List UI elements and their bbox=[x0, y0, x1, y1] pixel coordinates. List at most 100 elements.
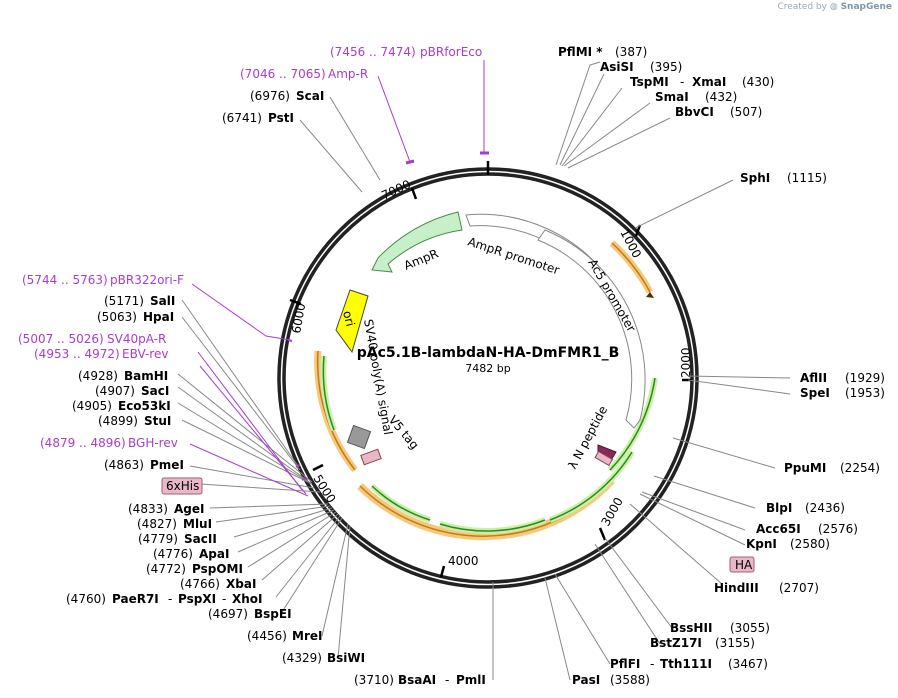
site-tspmi: TspMI bbox=[630, 75, 669, 89]
primer-range-pbr322ori: (5744 .. 5763) bbox=[22, 273, 108, 287]
site-xbai: XbaI bbox=[226, 577, 256, 591]
site-sphi-pos: (1115) bbox=[787, 171, 827, 185]
site-kpni: KpnI bbox=[746, 537, 777, 551]
ha-tag-box bbox=[594, 450, 614, 467]
site-mlui: MluI bbox=[183, 517, 212, 531]
site-bsiwi-pos: (4329) bbox=[282, 651, 322, 665]
site-sali: SalI bbox=[150, 294, 175, 308]
tick-4000: 4000 bbox=[448, 554, 479, 568]
plasmid-size: 7482 bp bbox=[465, 362, 510, 375]
site-paer7i-pos: (4760) bbox=[66, 592, 106, 606]
site-pflmi-pos: (387) bbox=[615, 45, 647, 59]
site-pflfi-pos: (3467) bbox=[728, 657, 768, 671]
site-sali-pos: (5171) bbox=[104, 294, 144, 308]
site-pmli: PmlI bbox=[456, 673, 486, 687]
site-eco53ki: Eco53kI bbox=[118, 399, 171, 413]
site-pmei: PmeI bbox=[150, 458, 184, 472]
site-spei: SpeI bbox=[800, 386, 830, 400]
site-asisi-pos: (395) bbox=[650, 60, 682, 74]
site-spei-pos: (1953) bbox=[845, 386, 885, 400]
primer-name-ampr: Amp-R bbox=[328, 67, 368, 81]
plasmid-name: pAc5.1B-lambdaN-HA-DmFMR1_B bbox=[357, 345, 620, 361]
orf-arc-3-green-b-line bbox=[439, 519, 546, 532]
site-bbvci: BbvCI bbox=[675, 105, 714, 119]
site-asisi: AsiSI bbox=[600, 60, 634, 74]
ori-arrow bbox=[335, 289, 369, 354]
v5-tag-box bbox=[360, 448, 382, 466]
site-tspmi-pos: (430) bbox=[742, 75, 774, 89]
site-hindiii-pos: (2707) bbox=[779, 581, 819, 595]
his-tag-label: 6xHis bbox=[166, 479, 199, 493]
orf-arc-3-green-c-line bbox=[549, 451, 633, 521]
ac5-promoter-arrow bbox=[537, 229, 646, 429]
snapgene-credit: Created by ◍ SnapGene bbox=[777, 2, 892, 12]
primer-range-bghrev: (4879 .. 4896) bbox=[40, 436, 126, 450]
label-ori: ori bbox=[340, 309, 357, 328]
site-mrei-pos: (4456) bbox=[247, 629, 287, 643]
site-saci: SacI bbox=[141, 384, 169, 398]
orf-arc-1-arrow bbox=[646, 292, 654, 298]
primer-name-pbr322ori: pBR322ori-F bbox=[110, 273, 184, 287]
sv40-polya-box bbox=[346, 424, 372, 450]
label-ampr: AmpR bbox=[402, 246, 440, 272]
site-sacii-pos: (4779) bbox=[138, 532, 178, 546]
site-stui: StuI bbox=[144, 414, 171, 428]
leader-lines bbox=[177, 61, 791, 681]
site-tspmi-sep: - bbox=[680, 75, 684, 89]
site-paer7i-sep2: - bbox=[222, 592, 226, 606]
his-tag-label-box bbox=[161, 477, 203, 495]
site-bspei-pos: (4697) bbox=[208, 607, 248, 621]
site-paer7i-sep1: - bbox=[168, 592, 172, 606]
site-bsshii: BssHII bbox=[670, 621, 712, 635]
primer-range-ampr: (7046 .. 7065) bbox=[240, 67, 326, 81]
primer-lines bbox=[189, 60, 489, 497]
primer-site-marks bbox=[287, 339, 307, 481]
site-eco53ki-pos: (4905) bbox=[72, 399, 112, 413]
site-mrei: MreI bbox=[292, 629, 322, 643]
site-apai: ApaI bbox=[199, 547, 229, 561]
ha-tag-label-box bbox=[729, 556, 755, 573]
orf-arc-4-green-line bbox=[609, 377, 656, 471]
site-paer7i: PaeR7I bbox=[112, 592, 159, 606]
site-pflfi-sep: - bbox=[650, 657, 654, 671]
site-hpai-pos: (5063) bbox=[97, 310, 137, 324]
primer-name-pbrforeco: pBRforEco bbox=[420, 45, 482, 59]
site-xbai-pos: (4766) bbox=[180, 577, 220, 591]
site-pflmi: PflMI * bbox=[558, 45, 603, 59]
site-bstz17i: BstZ17I bbox=[650, 636, 702, 650]
site-pmei-pos: (4863) bbox=[104, 458, 144, 472]
tick-2000: 2000 bbox=[679, 347, 693, 378]
site-mlui-pos: (4827) bbox=[137, 517, 177, 531]
ha-tag-label: HA bbox=[735, 558, 753, 572]
ampr-arrow bbox=[371, 211, 463, 273]
site-blpi: BlpI bbox=[766, 501, 792, 515]
site-pspxi: PspXI bbox=[178, 592, 216, 606]
primer-name-ebvrev: EBV-rev bbox=[122, 347, 168, 361]
tick-6000: 6000 bbox=[289, 302, 308, 335]
site-bamhi: BamHI bbox=[124, 369, 168, 383]
site-bsaai-pos: (3710) bbox=[354, 673, 394, 687]
site-bbvci-pos: (507) bbox=[730, 105, 762, 119]
site-psti-pos: (6741) bbox=[222, 111, 262, 125]
site-acc65i: Acc65I bbox=[756, 522, 801, 536]
site-scai-pos: (6976) bbox=[250, 89, 290, 103]
site-hindiii: HindIII bbox=[714, 581, 759, 595]
site-pasi: PasI bbox=[572, 673, 600, 687]
tick-3000: 3000 bbox=[598, 495, 625, 528]
orf-arc-2-line bbox=[316, 350, 356, 471]
tick-7000: 7000 bbox=[379, 177, 413, 203]
site-hpai: HpaI bbox=[143, 310, 174, 324]
site-bstz17i-pos: (3155) bbox=[715, 636, 755, 650]
site-smai: SmaI bbox=[655, 90, 689, 104]
orf-arc-1-line bbox=[611, 242, 651, 293]
site-aflii: AflII bbox=[800, 371, 827, 385]
credit-prefix: Created by bbox=[777, 2, 827, 12]
site-bsaai-sep: - bbox=[445, 673, 449, 687]
site-bamhi-pos: (4928) bbox=[78, 369, 118, 383]
site-xmai: XmaI bbox=[692, 75, 726, 89]
site-smai-pos: (432) bbox=[705, 90, 737, 104]
snapgene-logo-icon: ◍ bbox=[829, 2, 838, 12]
site-agei-pos: (4833) bbox=[128, 502, 168, 516]
primer-name-sv40pa: SV40pA-R bbox=[107, 332, 166, 346]
